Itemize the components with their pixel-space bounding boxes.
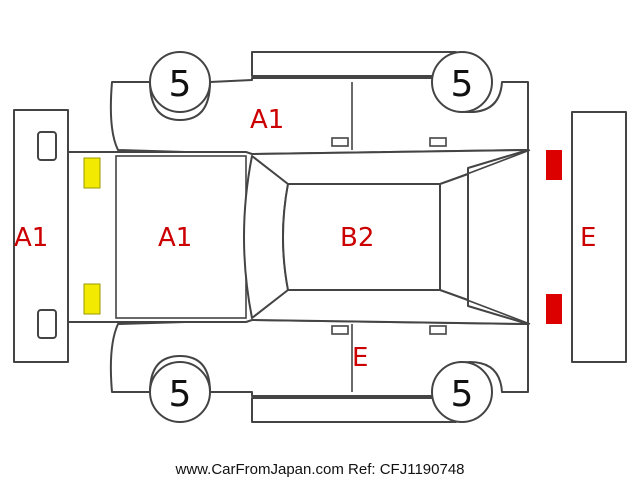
tire-front-right: 5 (149, 361, 211, 423)
svg-text:5: 5 (451, 64, 474, 105)
tire-front-left: 5 (149, 51, 211, 113)
tire-rear-right: 5 (431, 361, 493, 423)
front-bumper (13, 109, 69, 363)
footer-reference: www.CarFromJapan.com Ref: CFJ1190748 (175, 461, 465, 478)
right-side-body (109, 319, 529, 423)
top-view-body (67, 149, 531, 325)
red-marker-rear-bottom (546, 294, 562, 324)
label-rear-bumper: E (580, 223, 596, 253)
label-roof: B2 (340, 223, 374, 253)
svg-text:5: 5 (169, 374, 192, 415)
label-right-doors: E (352, 343, 368, 373)
tire-rear-left: 5 (431, 51, 493, 113)
red-marker-rear-top (546, 150, 562, 180)
yellow-marker-front-bottom (83, 283, 101, 315)
yellow-marker-front-top (83, 157, 101, 189)
svg-text:5: 5 (451, 374, 474, 415)
svg-text:5: 5 (169, 64, 192, 105)
label-front-pillar: A1 (250, 105, 284, 135)
label-bonnet: A1 (158, 223, 192, 253)
label-front-bumper: A1 (14, 223, 48, 253)
rear-bumper (571, 111, 627, 363)
